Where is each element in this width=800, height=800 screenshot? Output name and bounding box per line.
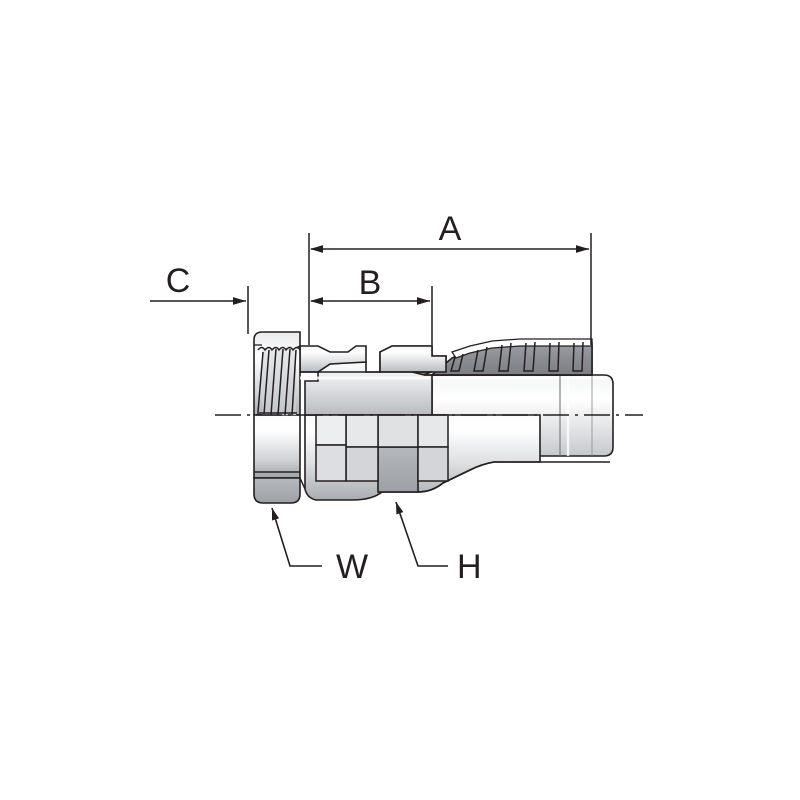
callout-w-leader: [271, 507, 322, 567]
dimension-b-label: B: [359, 264, 382, 302]
dimension-a-label: A: [439, 210, 462, 248]
fitting-part: [253, 331, 614, 504]
callout-h: H: [395, 501, 482, 586]
callout-w-label: W: [336, 548, 368, 586]
extension-lines: [247, 233, 592, 345]
callout-h-label: H: [457, 548, 482, 586]
dimension-b: B: [310, 264, 430, 305]
internal-thread: [257, 346, 301, 416]
hex-collar: [315, 345, 449, 493]
callout-h-leader: [395, 501, 448, 567]
callout-w: W: [271, 507, 368, 586]
dimension-a: A: [310, 210, 589, 253]
dimension-c: C: [150, 262, 246, 305]
swivel-nut: [253, 331, 306, 504]
dimension-c-label: C: [166, 262, 191, 300]
stem-lower-shoulder: [417, 461, 610, 493]
